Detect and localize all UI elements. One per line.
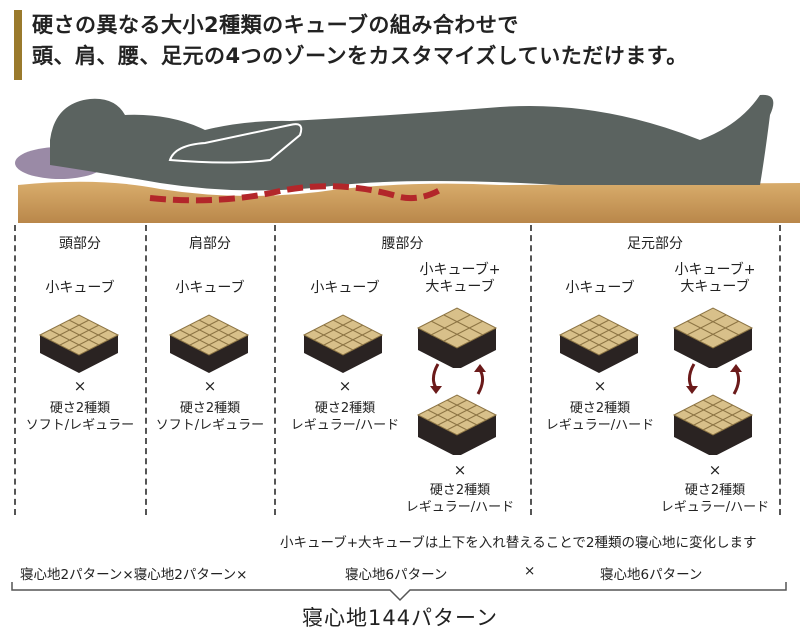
zone-label-head: 頭部分 xyxy=(59,236,101,252)
swap-arrows-icon xyxy=(430,363,486,395)
headline-accent-bar xyxy=(14,10,22,80)
column-separator xyxy=(274,225,276,515)
column-separator xyxy=(779,225,781,515)
hardness-spec: 硬さ2種類 ソフト/レギュラー xyxy=(15,400,145,434)
multiply-sign: × xyxy=(708,461,722,479)
hardness-types: レギュラー/ハード xyxy=(290,418,400,433)
headline-line-1: 硬さの異なる大小2種類のキューブの組み合わせで xyxy=(32,13,519,37)
pattern-head-shoulder: 寝心地2パターン×寝心地2パターン× xyxy=(20,567,248,583)
small-cube-image xyxy=(168,314,250,373)
hardness-count: 硬さ2種類 xyxy=(429,483,491,498)
column-separator xyxy=(14,225,16,515)
small-cube-image xyxy=(38,314,120,373)
arm-outline xyxy=(168,123,303,164)
multiply-sign: × xyxy=(593,377,607,395)
small-cube-image xyxy=(558,314,640,373)
headline-line-2: 頭、肩、腰、足元の4つのゾーンをカスタマイズしていただけます。 xyxy=(32,44,688,68)
hardness-types: ソフト/レギュラー xyxy=(25,418,135,433)
hardness-spec: 硬さ2種類 ソフト/レギュラー xyxy=(146,400,274,434)
swap-note: 小キューブ+大キューブは上下を入れ替えることで2種類の寝心地に変化します xyxy=(280,535,757,551)
cube-label: 小キューブ xyxy=(45,280,115,296)
zone-label-waist: 腰部分 xyxy=(381,236,424,252)
multiply-sign: × xyxy=(203,377,217,395)
combo-cube-flipped-image xyxy=(672,394,754,455)
multiply-sign: × xyxy=(453,461,467,479)
multiply-sign: × xyxy=(524,563,536,579)
mattress xyxy=(18,181,800,223)
combo-cube-flipped-image xyxy=(416,394,498,455)
combo-cube-label: 小キューブ+ 大キューブ xyxy=(400,262,520,296)
combo-cube-label-line-2: 大キューブ xyxy=(425,279,495,295)
hardness-spec: 硬さ2種類 レギュラー/ハード xyxy=(650,482,780,516)
hardness-spec: 硬さ2種類 レギュラー/ハード xyxy=(395,482,525,516)
swap-arrows-icon xyxy=(686,363,742,395)
combo-cube-image xyxy=(672,307,754,368)
spine-line xyxy=(149,183,442,204)
combo-cube-label-line-1: 小キューブ+ xyxy=(419,262,501,278)
column-separator xyxy=(145,225,147,515)
combo-cube-label-line-2: 大キューブ xyxy=(680,279,750,295)
zone-label-feet: 足元部分 xyxy=(627,236,683,252)
hardness-count: 硬さ2種類 xyxy=(314,401,376,416)
hardness-count: 硬さ2種類 xyxy=(569,401,631,416)
small-cube-image xyxy=(302,314,384,373)
headline: 硬さの異なる大小2種類のキューブの組み合わせで 頭、肩、腰、足元の4つのゾーンを… xyxy=(32,10,688,72)
total-bracket xyxy=(11,582,787,602)
pattern-waist: 寝心地6パターン xyxy=(345,567,448,583)
cube-label: 小キューブ xyxy=(310,280,380,296)
hardness-types: レギュラー/ハード xyxy=(545,418,655,433)
mattress-illustration xyxy=(15,94,800,223)
hardness-spec: 硬さ2種類 レギュラー/ハード xyxy=(535,400,665,434)
pattern-feet: 寝心地6パターン xyxy=(600,567,703,583)
combo-cube-label: 小キューブ+ 大キューブ xyxy=(655,262,775,296)
hardness-count: 硬さ2種類 xyxy=(179,401,241,416)
total-patterns: 寝心地144パターン xyxy=(301,606,499,630)
body-silhouette xyxy=(50,94,774,191)
combo-cube-image xyxy=(416,307,498,368)
zone-label-shoulder: 肩部分 xyxy=(189,236,231,252)
hardness-count: 硬さ2種類 xyxy=(684,483,746,498)
hardness-count: 硬さ2種類 xyxy=(49,401,111,416)
multiply-sign: × xyxy=(73,377,87,395)
hardness-types: ソフト/レギュラー xyxy=(155,418,265,433)
hardness-types: レギュラー/ハード xyxy=(405,500,515,515)
hardness-spec: 硬さ2種類 レギュラー/ハード xyxy=(280,400,410,434)
cube-label: 小キューブ xyxy=(565,280,635,296)
column-separator xyxy=(530,225,532,515)
cube-label: 小キューブ xyxy=(175,280,245,296)
hardness-types: レギュラー/ハード xyxy=(660,500,770,515)
combo-cube-label-line-1: 小キューブ+ xyxy=(674,262,756,278)
multiply-sign: × xyxy=(338,377,352,395)
